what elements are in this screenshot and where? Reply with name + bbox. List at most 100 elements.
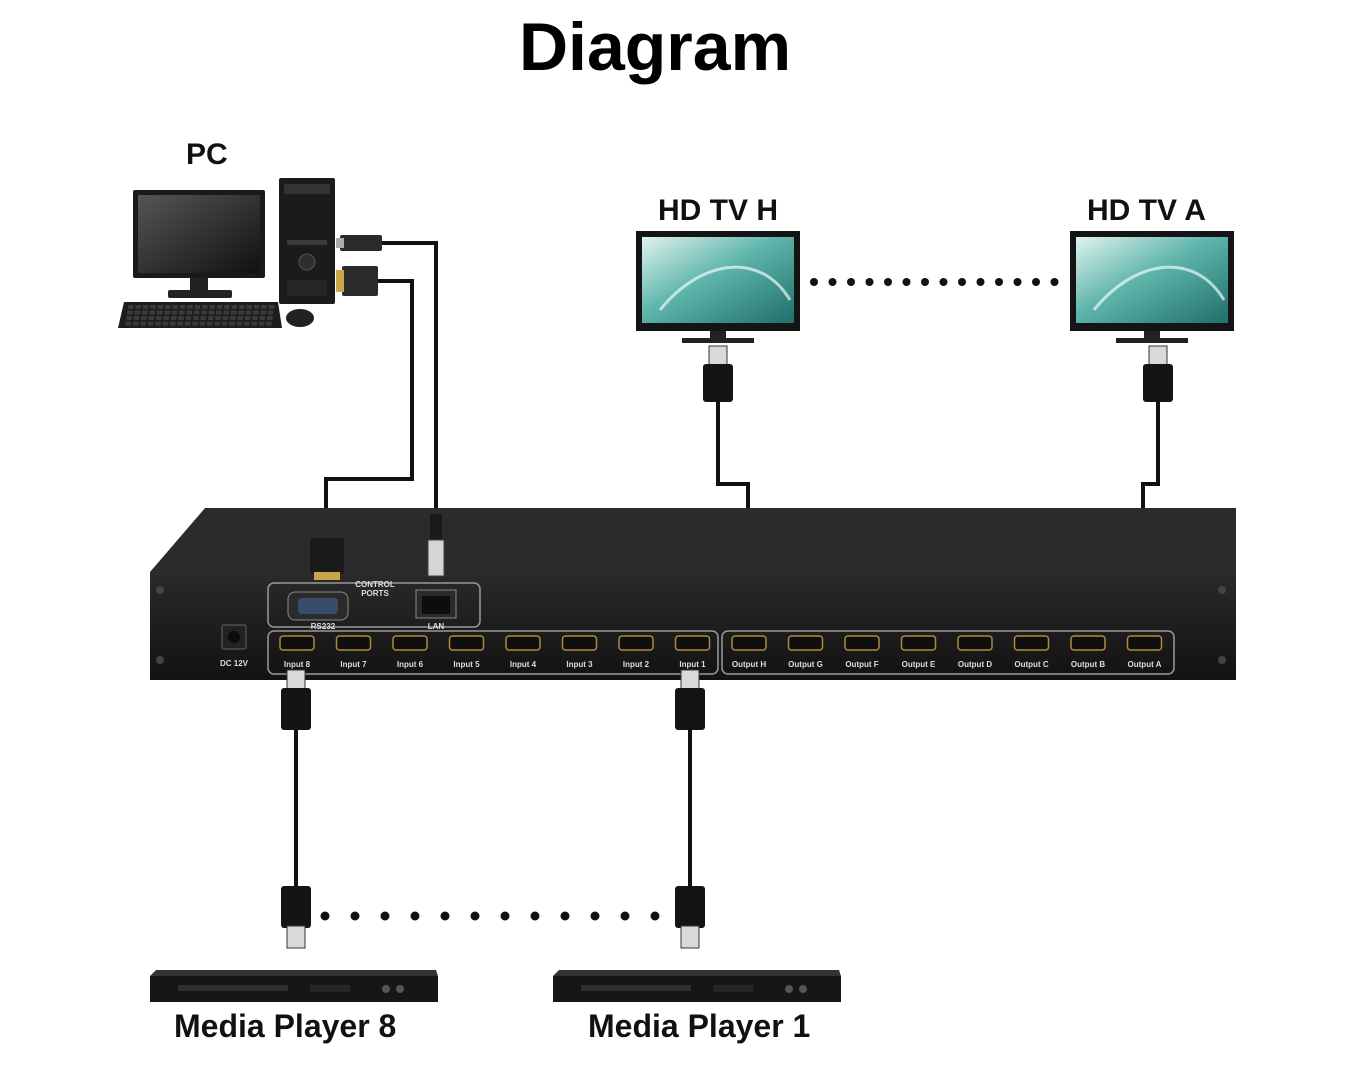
keyboard-key <box>252 316 258 320</box>
keyboard-key <box>258 321 265 326</box>
keyboard-key <box>178 316 184 320</box>
output-port <box>957 635 993 651</box>
media-player-1-tray <box>581 985 691 991</box>
keyboard-key <box>140 321 146 326</box>
input-port-label: Input 7 <box>340 660 367 669</box>
output-port <box>1126 635 1163 651</box>
tv-a-hdmi-plug <box>1143 364 1173 402</box>
pc-lan-plug <box>340 235 382 251</box>
pc-monitor-base <box>168 290 232 298</box>
keyboard-key <box>230 310 237 315</box>
tv-ellipsis-dot <box>847 278 855 286</box>
pc-tower-drive <box>287 240 327 245</box>
media-player-1-button <box>799 985 807 993</box>
tv-ellipsis-dot <box>976 278 985 286</box>
lan-plug-head <box>427 539 445 577</box>
tv-ellipsis-dot <box>1013 278 1022 286</box>
input-8-hdmi-tip <box>286 669 306 691</box>
keyboard-key <box>156 316 162 320</box>
keyboard-key <box>244 321 250 326</box>
output-port-label: Output H <box>732 660 766 669</box>
media-player-8-label: Media Player 8 <box>174 1008 397 1044</box>
keyboard-key <box>207 321 213 326</box>
lan-label: LAN <box>428 622 445 631</box>
keyboard-key <box>221 321 228 326</box>
tv-a-base <box>1116 338 1188 343</box>
input-port <box>618 635 654 651</box>
output-port-label: Output B <box>1071 660 1105 669</box>
pc-mouse <box>286 309 314 327</box>
tv-ellipsis-dot <box>1032 278 1040 286</box>
keyboard-key <box>162 321 169 326</box>
lan-device-plug <box>427 514 445 577</box>
keyboard-key <box>135 305 141 309</box>
media-8-hdmi-tip <box>286 925 306 949</box>
media-player-1-button <box>785 985 793 993</box>
tv-h-base <box>682 338 754 343</box>
media-player-1-label: Media Player 1 <box>588 1008 811 1044</box>
keyboard-key <box>128 305 134 309</box>
keyboard-key <box>200 316 206 320</box>
device-top <box>150 508 1236 578</box>
media-player-1-display <box>713 985 753 992</box>
keyboard-key <box>209 305 215 309</box>
keyboard-key <box>194 305 201 309</box>
rs232-plug-pins <box>314 572 340 580</box>
keyboard-key <box>164 310 170 315</box>
tv-a-screen <box>1076 237 1228 323</box>
output-port <box>731 635 767 651</box>
input-port <box>674 635 711 651</box>
page-title: Diagram <box>518 9 792 85</box>
control-ports-panel <box>267 582 481 628</box>
keyboard-key <box>156 310 163 315</box>
input-port <box>392 635 428 651</box>
input-port <box>279 635 315 651</box>
keyboard-key <box>179 310 185 315</box>
media-ellipsis-dot <box>500 911 510 921</box>
device-screw <box>1218 586 1226 594</box>
tv-ellipsis-dot <box>995 278 1003 286</box>
keyboard-key <box>193 310 200 315</box>
media-ellipsis-dot <box>620 911 630 921</box>
keyboard-key <box>238 310 244 315</box>
tv-h-label: HD TV H <box>658 194 778 227</box>
keyboard-key <box>260 310 266 315</box>
rs232-device-plug <box>310 538 344 580</box>
media-ellipsis-dot <box>410 911 420 921</box>
tv-ellipsis-dot <box>958 278 966 286</box>
input-port-label: Input 2 <box>623 660 650 669</box>
keyboard-key <box>261 305 267 309</box>
keyboard-key <box>134 310 141 315</box>
keyboard-key <box>148 316 155 320</box>
lan-port-inner <box>422 596 450 614</box>
keyboard-key <box>142 305 149 309</box>
keyboard-key <box>199 321 206 326</box>
media-ellipsis-dot <box>380 911 390 921</box>
media-ellipsis-dot <box>440 911 450 921</box>
media-ellipsis-dot <box>590 911 600 921</box>
pc-keyboard-keys <box>125 305 275 326</box>
tv-a-hdmi-tip <box>1148 345 1168 367</box>
rs232-plug-body <box>310 538 344 574</box>
input-port-label: Input 1 <box>679 660 706 669</box>
tv-a-leaf <box>1092 265 1226 311</box>
keyboard-key <box>141 316 147 320</box>
tv-h-hdmi-plug <box>703 364 733 402</box>
keyboard-key <box>236 321 243 326</box>
input-port <box>505 635 541 651</box>
keyboard-key <box>244 316 251 320</box>
keyboard-key <box>251 321 257 326</box>
lan-cable <box>382 241 438 516</box>
tv-a <box>1070 231 1234 343</box>
input-port-label: Input 6 <box>397 660 424 669</box>
keyboard-key <box>216 310 222 315</box>
tv-h-stand <box>710 331 726 339</box>
media-ellipsis-dot <box>560 911 570 921</box>
keyboard-key <box>171 310 178 315</box>
input-8-hdmi-cable <box>281 669 311 949</box>
input-port-label: Input 3 <box>566 660 593 669</box>
keyboard-key <box>253 310 259 315</box>
tv-ellipsis-dot <box>865 278 874 286</box>
